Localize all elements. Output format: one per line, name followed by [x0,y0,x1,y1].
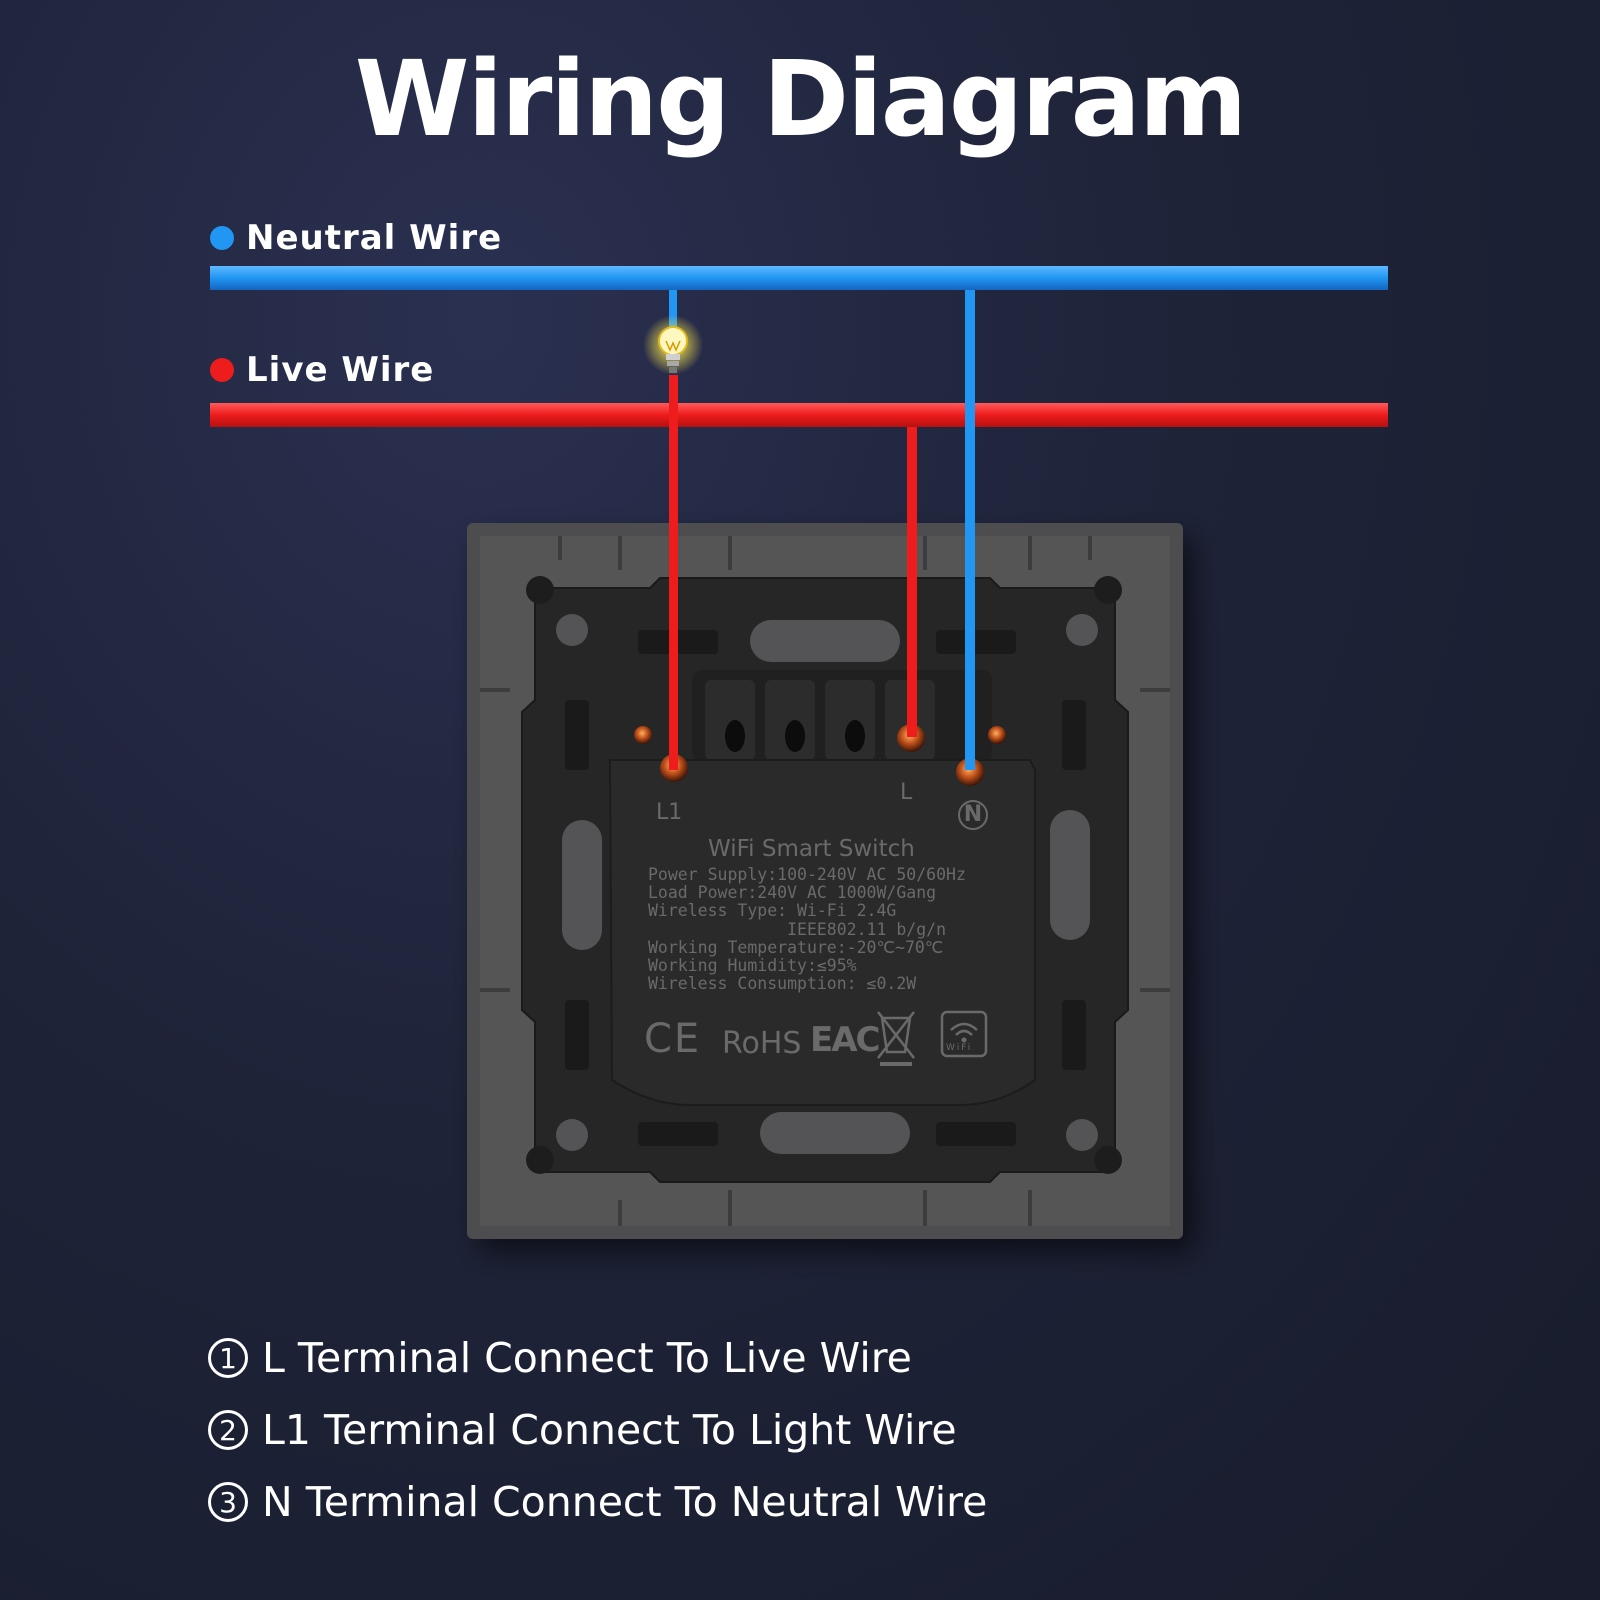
rohs-mark: RoHS [722,1026,802,1061]
terminal-n-screw [956,758,984,786]
spec-line: Wireless Type: Wi-Fi 2.4G [648,901,897,921]
note-text: L Terminal Connect To Live Wire [262,1334,912,1382]
ce-mark: CE [644,1016,702,1062]
spec-line: Power Supply:100-240V AC 50/60Hz [648,865,966,884]
live-wire-label: Live Wire [246,350,435,390]
wifi-icon [940,1010,988,1058]
neutral-dot [210,226,234,250]
module-body [609,759,1036,1106]
spec-line: Working Temperature:-20℃~70℃ [648,937,944,957]
light-bulb-icon [643,315,703,375]
note-number: 3 [208,1482,248,1522]
frame-ridges [480,536,1170,1226]
terminal-l-screw [897,724,925,752]
spec-line: Wireless Consumption: ≤0.2W [648,974,917,994]
product-name: WiFi Smart Switch [708,836,915,862]
live-dot [210,358,234,382]
note-number: 1 [208,1338,248,1378]
live-bus-wire [210,403,1388,427]
spec-line: Working Humidity:≤95% [648,956,857,976]
diagram-title: Wiring Diagram [354,38,1247,160]
terminal-l-label: L [900,780,913,805]
spec-line: Load Power:240V AC 1000W/Gang [648,883,937,903]
connection-notes: 1 L Terminal Connect To Live Wire 2 L1 T… [208,1322,987,1538]
note-number: 2 [208,1410,248,1450]
n-neutral-wire [965,290,975,770]
legend-neutral-wire: Neutral Wire [210,218,502,258]
note-text: N Terminal Connect To Neutral Wire [262,1478,988,1526]
note-item: 2 L1 Terminal Connect To Light Wire [208,1394,987,1466]
weee-bin-icon [877,1011,915,1066]
eac-mark: EAC [810,1020,880,1060]
wifi-mark-label: WiFi [946,1043,973,1053]
neutral-bus-wire [210,266,1388,290]
terminal-l1-label: L1 [656,800,683,825]
l-live-wire [907,427,917,737]
note-item: 3 N Terminal Connect To Neutral Wire [208,1466,987,1538]
lamp-neutral-wire [669,290,677,330]
neutral-wire-label: Neutral Wire [246,218,503,258]
legend-live-wire: Live Wire [210,350,434,390]
terminal-n-label: N [958,800,988,830]
l1-light-wire [669,375,678,770]
note-text: L1 Terminal Connect To Light Wire [262,1406,957,1454]
spec-line: IEEE802.11 b/g/n [648,919,947,939]
note-item: 1 L Terminal Connect To Live Wire [208,1322,987,1394]
